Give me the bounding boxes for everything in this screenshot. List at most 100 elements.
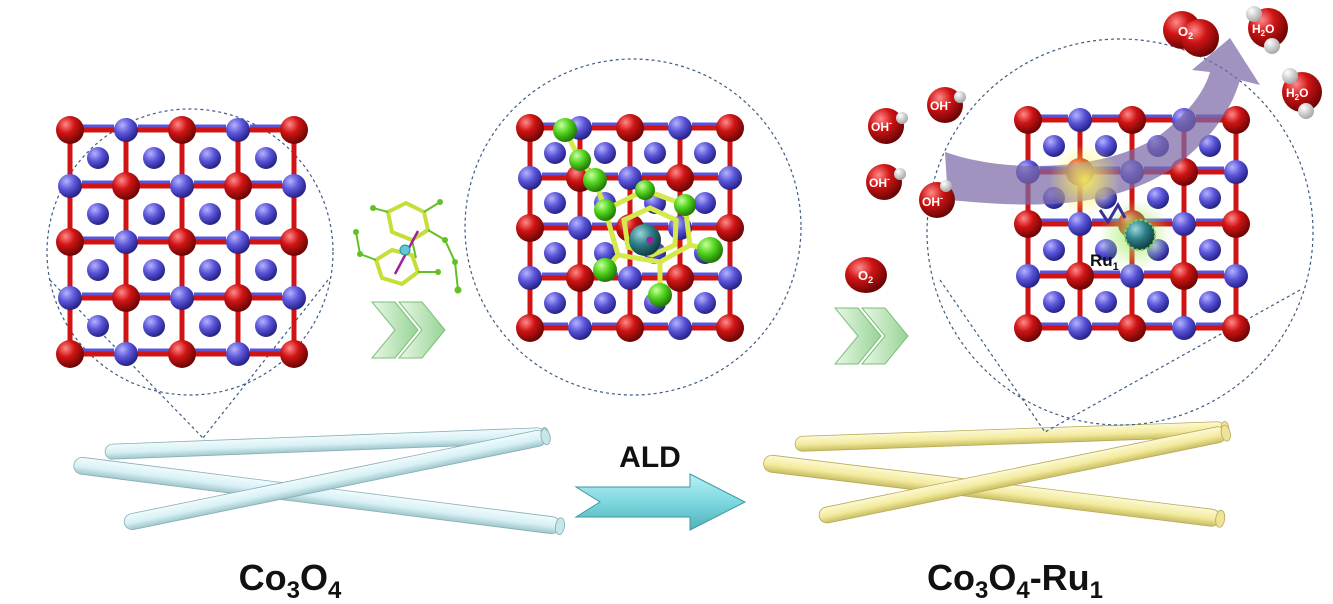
cobalt-atom bbox=[199, 203, 221, 225]
o2-molecule-reactant: O2 bbox=[845, 257, 887, 293]
cobalt-atom bbox=[226, 230, 250, 254]
adsorbed-ruthenocene bbox=[553, 118, 723, 307]
cobalt-atom bbox=[618, 166, 642, 190]
oxygen-atom bbox=[666, 164, 694, 192]
chevron-double-icon bbox=[370, 301, 446, 359]
cobalt-atom bbox=[255, 147, 277, 169]
cobalt-atom bbox=[1224, 160, 1248, 184]
cobalt-atom bbox=[255, 203, 277, 225]
cobalt-atom bbox=[114, 118, 138, 142]
oxygen-atom bbox=[1222, 210, 1250, 238]
oxygen-atom bbox=[1014, 106, 1042, 134]
zoom-circle-co3o4-ru1 bbox=[926, 38, 1314, 426]
svg-text:OH-: OH- bbox=[930, 97, 951, 113]
cobalt-atom bbox=[87, 147, 109, 169]
callout-line bbox=[939, 279, 1046, 433]
cobalt-atom bbox=[170, 286, 194, 310]
cobalt-atom bbox=[143, 315, 165, 337]
cobalt-atom bbox=[87, 259, 109, 281]
cobalt-atom bbox=[694, 292, 716, 314]
cobalt-atom bbox=[594, 142, 616, 164]
co-site-glow bbox=[1049, 144, 1121, 216]
oxygen-atom bbox=[1066, 262, 1094, 290]
cobalt-atom bbox=[58, 174, 82, 198]
cobalt-atom bbox=[255, 315, 277, 337]
co3o4-nanorods bbox=[73, 427, 565, 536]
cobalt-atom bbox=[143, 147, 165, 169]
cobalt-atom bbox=[1147, 187, 1169, 209]
cobalt-atom bbox=[1199, 187, 1221, 209]
oxygen-atom bbox=[56, 340, 84, 368]
cobalt-atom bbox=[87, 315, 109, 337]
cobalt-atom bbox=[694, 192, 716, 214]
caption-co3o4-ru1: Co3O4-Ru1 bbox=[927, 557, 1103, 604]
oxygen-atom bbox=[616, 114, 644, 142]
bond-icon bbox=[1098, 201, 1127, 225]
cobalt-atom bbox=[1199, 135, 1221, 157]
oxygen-atom bbox=[516, 214, 544, 242]
co3o4-ru1-nanorods bbox=[763, 421, 1231, 528]
cobalt-atom bbox=[544, 292, 566, 314]
cobalt-atom bbox=[618, 266, 642, 290]
zoom-circle-co3o4 bbox=[46, 108, 334, 396]
cobalt-atom bbox=[544, 242, 566, 264]
svg-text:O2: O2 bbox=[1178, 24, 1193, 41]
zoom-circle-precursor bbox=[464, 58, 802, 396]
oxygen-atom bbox=[56, 116, 84, 144]
cobalt-atom bbox=[594, 292, 616, 314]
ru1-atom bbox=[1124, 219, 1156, 251]
svg-text:H2O: H2O bbox=[1286, 86, 1308, 102]
cobalt-atom bbox=[1147, 291, 1169, 313]
cobalt-atom bbox=[199, 147, 221, 169]
water-molecule: H2O bbox=[1282, 68, 1322, 119]
svg-text:O2: O2 bbox=[858, 268, 873, 285]
oxygen-atom bbox=[168, 340, 196, 368]
oxygen-atom bbox=[112, 284, 140, 312]
svg-text:OH-: OH- bbox=[922, 193, 943, 209]
oxygen-atom bbox=[224, 172, 252, 200]
chevron-double-icon bbox=[833, 307, 909, 365]
water-molecule: H2O bbox=[1246, 6, 1288, 54]
cobalt-atom bbox=[1199, 291, 1221, 313]
co3o4-lattice-with-precursor bbox=[516, 114, 744, 342]
ru1-label: Ru1 bbox=[1090, 251, 1119, 273]
hydroxide-ion: OH- bbox=[927, 87, 966, 123]
cobalt-atom bbox=[199, 315, 221, 337]
cobalt-atom bbox=[143, 259, 165, 281]
hydroxide-ion: OH- bbox=[866, 164, 906, 200]
cobalt-atom bbox=[518, 266, 542, 290]
cobalt-atom bbox=[1068, 108, 1092, 132]
cobalt-atom bbox=[518, 166, 542, 190]
oxygen-atom bbox=[56, 228, 84, 256]
oxygen-atom bbox=[516, 314, 544, 342]
cobalt-atom bbox=[718, 266, 742, 290]
caption-co3o4: Co3O4 bbox=[239, 557, 342, 604]
oxygen-atom bbox=[716, 114, 744, 142]
cobalt-atom bbox=[1172, 212, 1196, 236]
svg-text:H2O: H2O bbox=[1252, 22, 1274, 38]
cobalt-atom bbox=[668, 316, 692, 340]
oxygen-atom bbox=[1222, 314, 1250, 342]
cobalt-atom bbox=[1068, 316, 1092, 340]
cobalt-atom bbox=[114, 230, 138, 254]
oxygen-atom bbox=[1118, 314, 1146, 342]
oxygen-atom bbox=[616, 314, 644, 342]
oxygen-atom bbox=[516, 114, 544, 142]
cobalt-atom bbox=[58, 286, 82, 310]
oxygen-atom bbox=[716, 314, 744, 342]
cobalt-atom bbox=[143, 203, 165, 225]
cobalt-atom bbox=[544, 192, 566, 214]
cobalt-atom bbox=[199, 259, 221, 281]
oxygen-atom bbox=[168, 228, 196, 256]
oxygen-atom bbox=[168, 116, 196, 144]
callout-line bbox=[202, 279, 329, 439]
oxygen-atom bbox=[280, 340, 308, 368]
cobalt-atom bbox=[594, 242, 616, 264]
cobalt-atom bbox=[255, 259, 277, 281]
cobalt-atom bbox=[568, 316, 592, 340]
cobalt-atom bbox=[114, 342, 138, 366]
oxygen-atom bbox=[1014, 314, 1042, 342]
cobalt-atom bbox=[282, 174, 306, 198]
hydroxide-ion: OH- bbox=[868, 108, 908, 144]
oxygen-atom bbox=[280, 116, 308, 144]
